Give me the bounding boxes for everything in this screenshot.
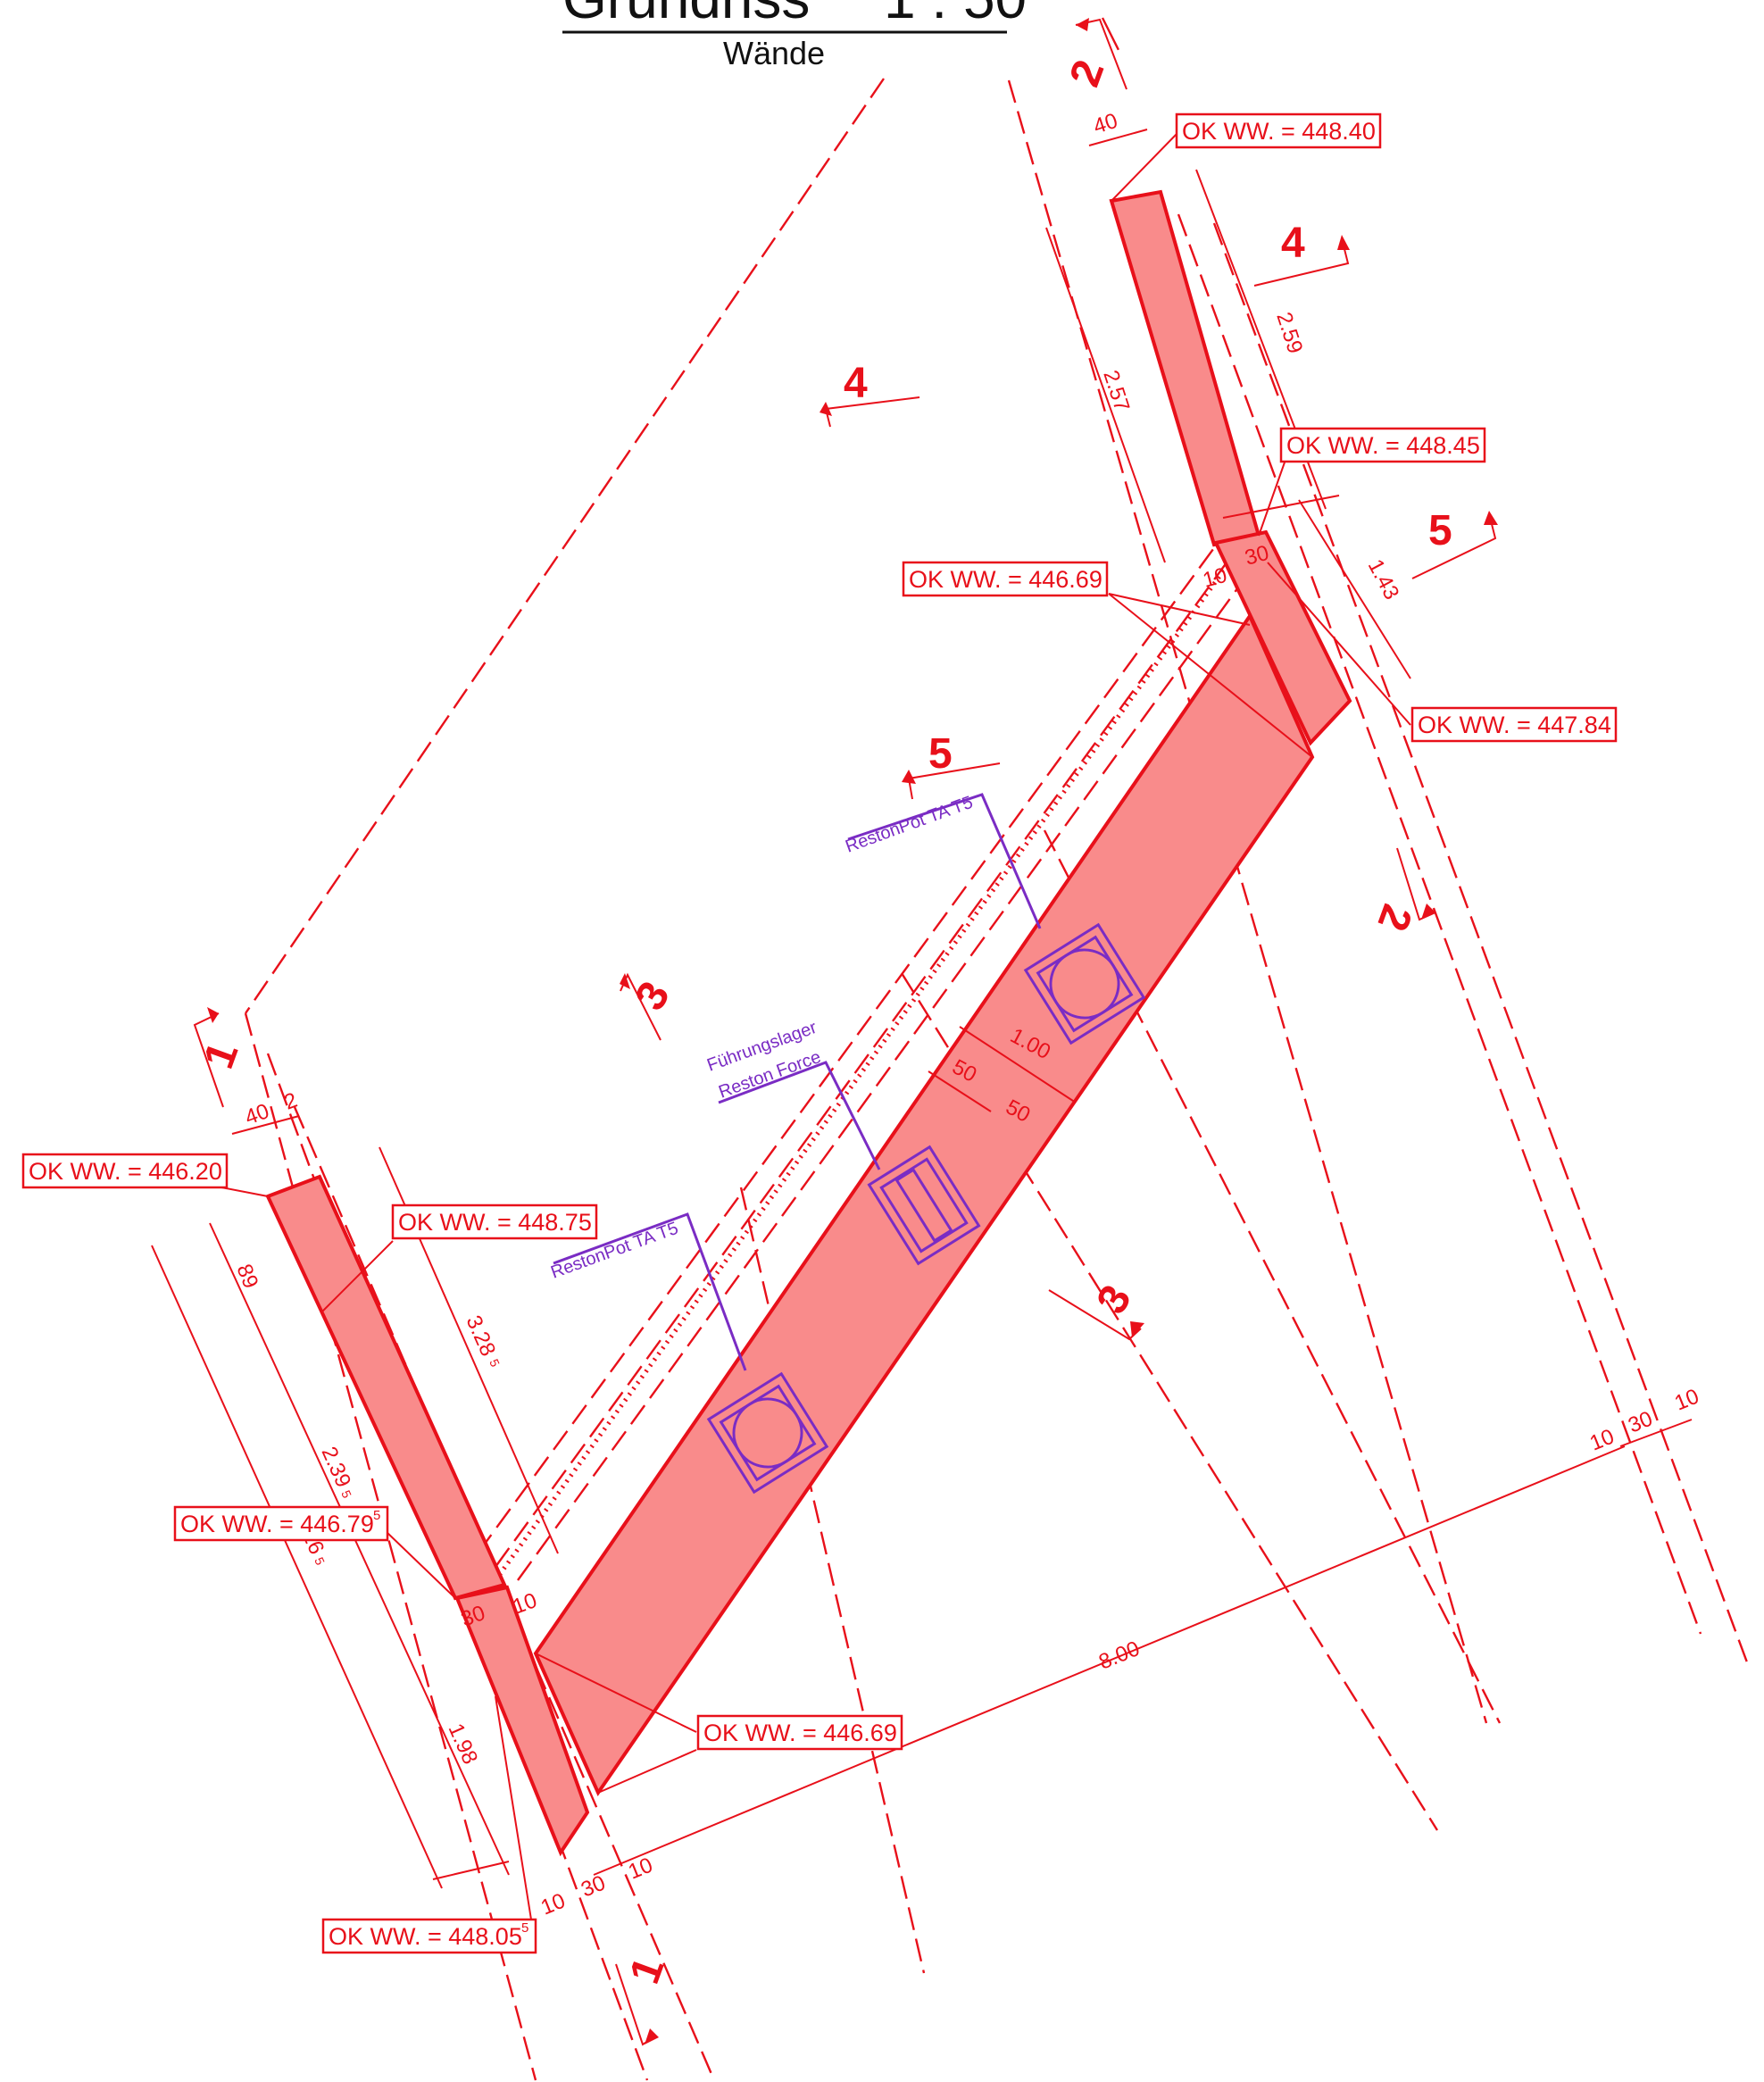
walls bbox=[265, 189, 1352, 1857]
dim-2-left: 2 bbox=[281, 1088, 301, 1115]
svg-text:OK WW. = 448.75: OK WW. = 448.75 bbox=[398, 1209, 592, 1236]
wall-right-upper bbox=[1109, 189, 1261, 547]
leader-b2 bbox=[718, 1061, 881, 1170]
svg-text:5: 5 bbox=[521, 1920, 528, 1936]
skew-edge-left bbox=[245, 78, 885, 1014]
svg-text:OK WW. = 446.79: OK WW. = 446.79 bbox=[180, 1511, 374, 1537]
tag-t7: OK WW. = 446.79 5 bbox=[173, 1505, 389, 1542]
svg-text:OK WW. = 448.05: OK WW. = 448.05 bbox=[329, 1923, 522, 1950]
rail-line-2 bbox=[495, 548, 1237, 1568]
dimension-lines bbox=[151, 129, 1693, 1920]
title-scale: 1 : 50 bbox=[884, 0, 1027, 30]
dim-40-top: 40 bbox=[1091, 109, 1121, 139]
svg-text:OK WW. = 446.20: OK WW. = 446.20 bbox=[29, 1158, 222, 1185]
dim-89: 89 bbox=[231, 1261, 262, 1292]
axis-left-1 bbox=[244, 1012, 537, 2081]
dim-40-left: 40 bbox=[242, 1099, 272, 1130]
dim-328: 3.28 bbox=[462, 1312, 501, 1360]
tag-t4: OK WW. = 447.84 bbox=[1410, 706, 1618, 743]
section-2-right: 2 bbox=[1369, 898, 1421, 937]
wall-left-upper bbox=[265, 1174, 507, 1601]
svg-text:OK WW. = 446.69: OK WW. = 446.69 bbox=[909, 566, 1102, 593]
title-subtitle: Wände bbox=[723, 35, 825, 71]
dim-30-r: 30 bbox=[1625, 1407, 1656, 1438]
section-3-left: 3 bbox=[627, 974, 679, 1019]
section-5-right: 5 bbox=[1428, 507, 1452, 554]
section-1-bottom: 1 bbox=[621, 1952, 674, 1990]
dim-239-sup: 5 bbox=[338, 1488, 354, 1501]
dim-10-b1: 10 bbox=[537, 1889, 569, 1920]
tag-t3: OK WW. = 446.69 bbox=[902, 561, 1109, 597]
dim-800: 8.00 bbox=[1095, 1636, 1143, 1675]
bearing-label-1: RestonPot TA T5 bbox=[843, 793, 976, 857]
railing-hatch bbox=[493, 570, 1226, 1582]
tag-t2: OK WW. = 448.45 bbox=[1279, 427, 1486, 463]
svg-text:5: 5 bbox=[373, 1508, 380, 1523]
deck-slab bbox=[533, 612, 1315, 1797]
svg-text:OK WW. = 448.45: OK WW. = 448.45 bbox=[1286, 432, 1480, 459]
dim-10-b2: 10 bbox=[625, 1853, 656, 1885]
bearing-middle bbox=[867, 1145, 981, 1266]
rail-line-3 bbox=[517, 570, 1251, 1581]
section-4-top: 4 bbox=[844, 360, 868, 407]
wall-left-lower bbox=[454, 1585, 590, 1857]
tag-t6: OK WW. = 448.75 bbox=[391, 1203, 598, 1240]
dim-143: 1.43 bbox=[1363, 555, 1404, 604]
tag-t9: OK WW. = 448.05 5 bbox=[321, 1918, 537, 1954]
section-markers: 1 1 2 2 3 3 4 4 5 5 bbox=[193, 18, 1498, 2046]
dim-328-sup: 5 bbox=[487, 1357, 503, 1370]
dim-10-top: 10 bbox=[1201, 563, 1230, 593]
bearing-bottom bbox=[706, 1371, 829, 1495]
dimension-texts: 40 2.57 2.59 1.43 30 10 40 2 89 3.28 5 2… bbox=[231, 109, 1702, 1920]
axis-right-2 bbox=[1177, 213, 1702, 1635]
tag-t8: OK WW. = 446.69 bbox=[696, 1714, 903, 1751]
section-5-mid: 5 bbox=[928, 730, 953, 778]
dim-259: 2.59 bbox=[1271, 310, 1307, 357]
axis-right-top bbox=[1101, 17, 1122, 54]
dim-10-r2: 10 bbox=[1671, 1385, 1702, 1416]
rail-line-1 bbox=[477, 535, 1224, 1554]
section-1-top: 1 bbox=[196, 1037, 248, 1075]
tag-t1: OK WW. = 448.40 bbox=[1175, 112, 1382, 149]
bearing-top bbox=[1023, 922, 1146, 1045]
level-tags: OK WW. = 448.40 OK WW. = 448.45 OK WW. =… bbox=[21, 112, 1618, 1954]
dim-30-b: 30 bbox=[578, 1871, 609, 1903]
svg-text:OK WW. = 448.40: OK WW. = 448.40 bbox=[1182, 118, 1376, 145]
svg-text:OK WW. = 447.84: OK WW. = 447.84 bbox=[1418, 712, 1611, 738]
section-2-top: 2 bbox=[1061, 54, 1114, 93]
tag-t5: OK WW. = 446.20 bbox=[21, 1153, 229, 1189]
title-main: Grundriss bbox=[562, 0, 810, 30]
leader-b1 bbox=[847, 793, 1042, 929]
section-4-right: 4 bbox=[1281, 220, 1305, 267]
wall-right-lower bbox=[1213, 529, 1352, 746]
svg-text:OK WW. = 446.69: OK WW. = 446.69 bbox=[703, 1720, 897, 1746]
axis-right-1 bbox=[1007, 79, 1488, 1724]
title-block: Grundriss 1 : 50 Wände bbox=[562, 0, 1027, 71]
leader-b3 bbox=[553, 1212, 747, 1371]
dim-526-sup: 5 bbox=[312, 1555, 328, 1568]
